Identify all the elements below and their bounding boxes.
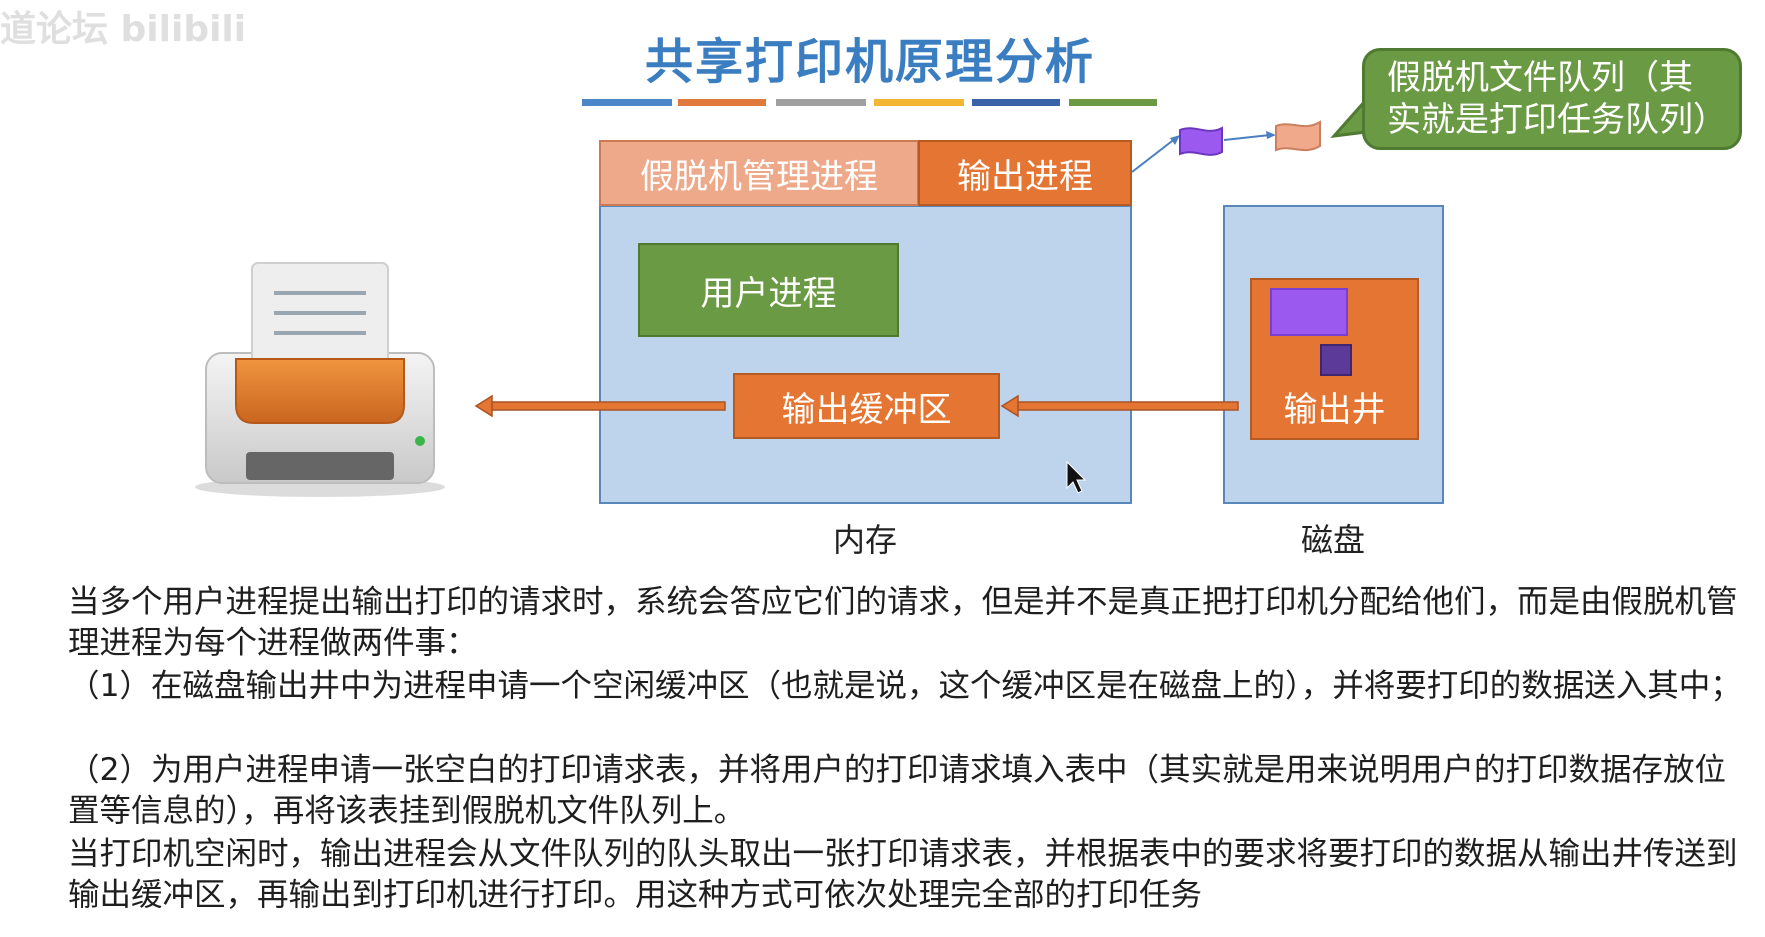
paragraph-output: 当打印机空闲时，输出进程会从文件队列的队头取出一张打印请求表，并根据表中的要求将… [68,836,1738,913]
title-underline-darkblue [972,99,1060,106]
title-underline-gray [776,99,866,106]
queue-link-line [1223,134,1271,141]
memory-caption: 内存 [832,521,897,559]
title-underline-green [1069,99,1157,106]
title-underline-yellow [874,99,964,106]
spool-management-process: 假脱机管理进程 [599,140,919,206]
paragraph-intro: 当多个用户进程提出输出打印的请求时，系统会答应它们的请求，但是并不是真正把打印机… [68,584,1738,661]
flag-icon [1179,126,1223,156]
output-buffer: 输出缓冲区 [733,373,1000,439]
output-well: 输出井 [1250,278,1419,440]
output-well-label: 输出井 [1283,390,1386,430]
spool-data-block [1270,288,1348,336]
paragraph-step-2: （2）为用户进程申请一张空白的打印请求表，并将用户的打印请求填入表中（其实就是用… [68,752,1727,829]
arrow-buffer-to-printer [487,401,726,411]
page-title: 共享打印机原理分析 [644,34,1095,90]
spool-data-block-small [1320,344,1352,376]
user-process: 用户进程 [638,243,899,337]
title-underline-orange [678,99,766,106]
printer-icon [195,262,445,497]
disk-caption: 磁盘 [1300,521,1365,559]
spool-queue-callout: 假脱机文件队列（其实就是打印任务队列） [1362,48,1742,150]
mouse-cursor-icon [1066,460,1087,494]
watermark: 道论坛 bilibili [0,9,247,50]
output-process: 输出进程 [918,140,1132,206]
arrow-disk-to-buffer [1009,401,1239,411]
paragraph-step-1: （1）在磁盘输出井中为进程申请一个空闲缓冲区（也就是说，这个缓冲区是在磁盘上的）… [68,668,1742,704]
flag-icon [1275,120,1321,152]
queue-connector-line [1131,137,1177,173]
title-underline-blue [582,99,672,106]
